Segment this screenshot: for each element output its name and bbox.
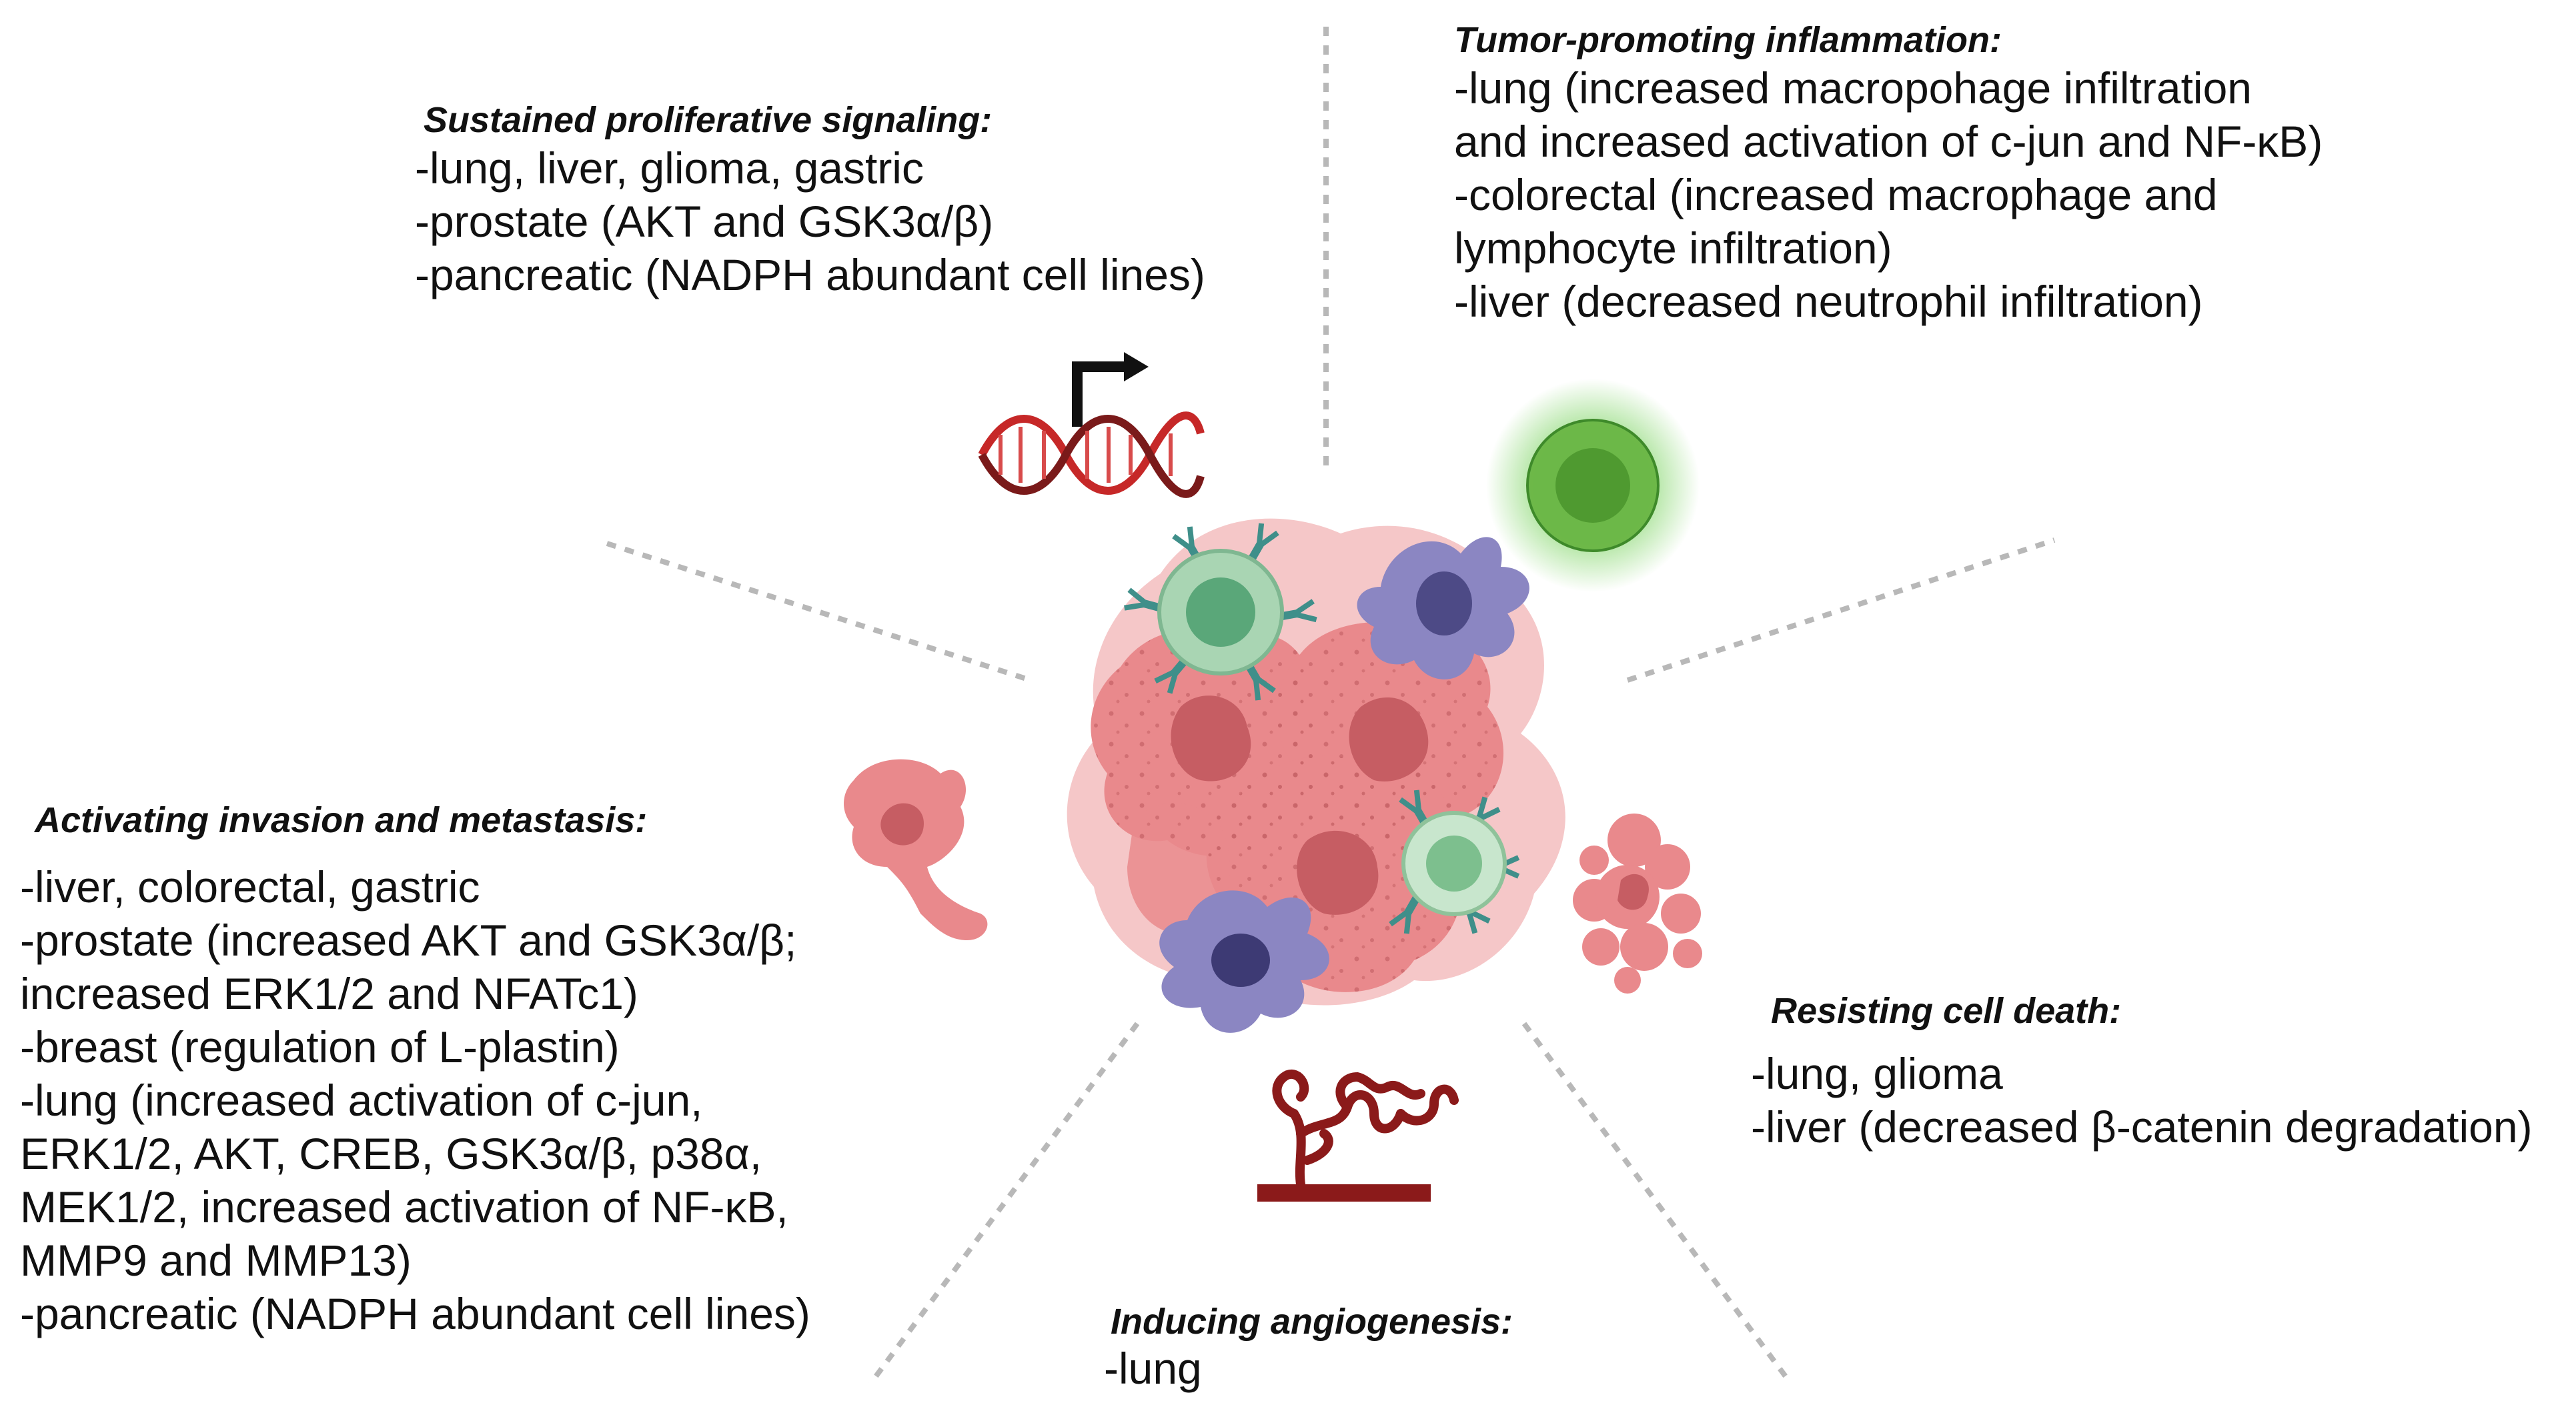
hallmark-title: Inducing angiogenesis: — [1111, 1302, 1513, 1342]
hallmark-details: -liver, colorectal, gastric -prostate (i… — [20, 860, 810, 1340]
t-cell-upper — [1123, 521, 1318, 703]
divider-upper-left — [606, 541, 1032, 683]
divider-upper-right — [1626, 537, 2056, 683]
detail-line: -lung (increased macropohage infiltratio… — [1454, 63, 2252, 113]
t-cell-lower — [1387, 788, 1520, 936]
hallmark-title: Sustained proliferative signaling: — [424, 100, 993, 140]
hallmark-details: -lung, glioma -liver (decreased β-cateni… — [1751, 1047, 2533, 1154]
metastatic-cell-icon — [844, 759, 988, 940]
detail-line: -lung, liver, glioma, gastric — [415, 143, 924, 193]
apoptotic-cell-icon — [1573, 814, 1702, 994]
blood-vessel-icon — [1257, 1069, 1459, 1202]
hallmark-title: Tumor-promoting inflammation: — [1454, 20, 2002, 60]
detail-line: increased ERK1/2 and NFATc1) — [20, 969, 638, 1018]
detail-line: -pancreatic (NADPH abundant cell lines) — [20, 1289, 810, 1338]
detail-line: -lung — [1104, 1344, 1202, 1393]
detail-line: -lung, glioma — [1751, 1049, 2003, 1098]
detail-line: -colorectal (increased macrophage and — [1454, 170, 2218, 219]
hallmark-title: Resisting cell death: — [1771, 991, 2122, 1031]
divider-lower-left — [868, 1022, 1140, 1386]
detail-line: ERK1/2, AKT, CREB, GSK3α/β, p38α, — [20, 1129, 762, 1178]
hallmark-invasion-metastasis: Activating invasion and metastasis: -liv… — [20, 799, 810, 1340]
detail-line: -breast (regulation of L-plastin) — [20, 1022, 620, 1072]
hallmark-proliferative-signaling: Sustained proliferative signaling: -lung… — [415, 99, 1205, 301]
hallmark-details: -lung (increased macropohage infiltratio… — [1454, 61, 2323, 328]
hallmark-tumor-promoting-inflammation: Tumor-promoting inflammation: -lung (inc… — [1454, 19, 2323, 328]
detail-line: -prostate (increased AKT and GSK3α/β; — [20, 916, 797, 965]
detail-line: and increased activation of c-jun and NF… — [1454, 117, 2323, 166]
hallmark-title: Activating invasion and metastasis: — [35, 800, 648, 840]
detail-line: -liver, colorectal, gastric — [20, 862, 480, 912]
divider-lines — [606, 27, 2056, 1386]
detail-line: -pancreatic (NADPH abundant cell lines) — [415, 250, 1205, 299]
dna-transcription-icon — [978, 352, 1205, 498]
hallmark-details: -lung, liver, glioma, gastric -prostate … — [415, 141, 1205, 301]
detail-line: lymphocyte infiltration) — [1454, 223, 1892, 273]
detail-line: -liver (decreased β-catenin degradation) — [1751, 1102, 2533, 1152]
detail-line: -liver (decreased neutrophil infiltratio… — [1454, 277, 2203, 326]
tumor-cluster-icon — [1067, 518, 1565, 1033]
macrophage-upper — [1357, 537, 1529, 679]
detail-line: MEK1/2, increased activation of NF-κB, — [20, 1182, 788, 1232]
hallmark-inducing-angiogenesis: Inducing angiogenesis: -lung — [1104, 1300, 1513, 1395]
inflammatory-cell-icon — [1486, 379, 1700, 592]
detail-line: -prostate (AKT and GSK3α/β) — [415, 197, 994, 246]
hallmark-resisting-cell-death: Resisting cell death: -lung, glioma -liv… — [1751, 990, 2533, 1154]
hallmark-details: -lung — [1104, 1342, 1513, 1395]
detail-line: -lung (increased activation of c-jun, — [20, 1076, 703, 1125]
detail-line: MMP9 and MMP13) — [20, 1236, 412, 1285]
divider-lower-right — [1521, 1022, 1794, 1386]
macrophage-lower — [1159, 890, 1329, 1033]
